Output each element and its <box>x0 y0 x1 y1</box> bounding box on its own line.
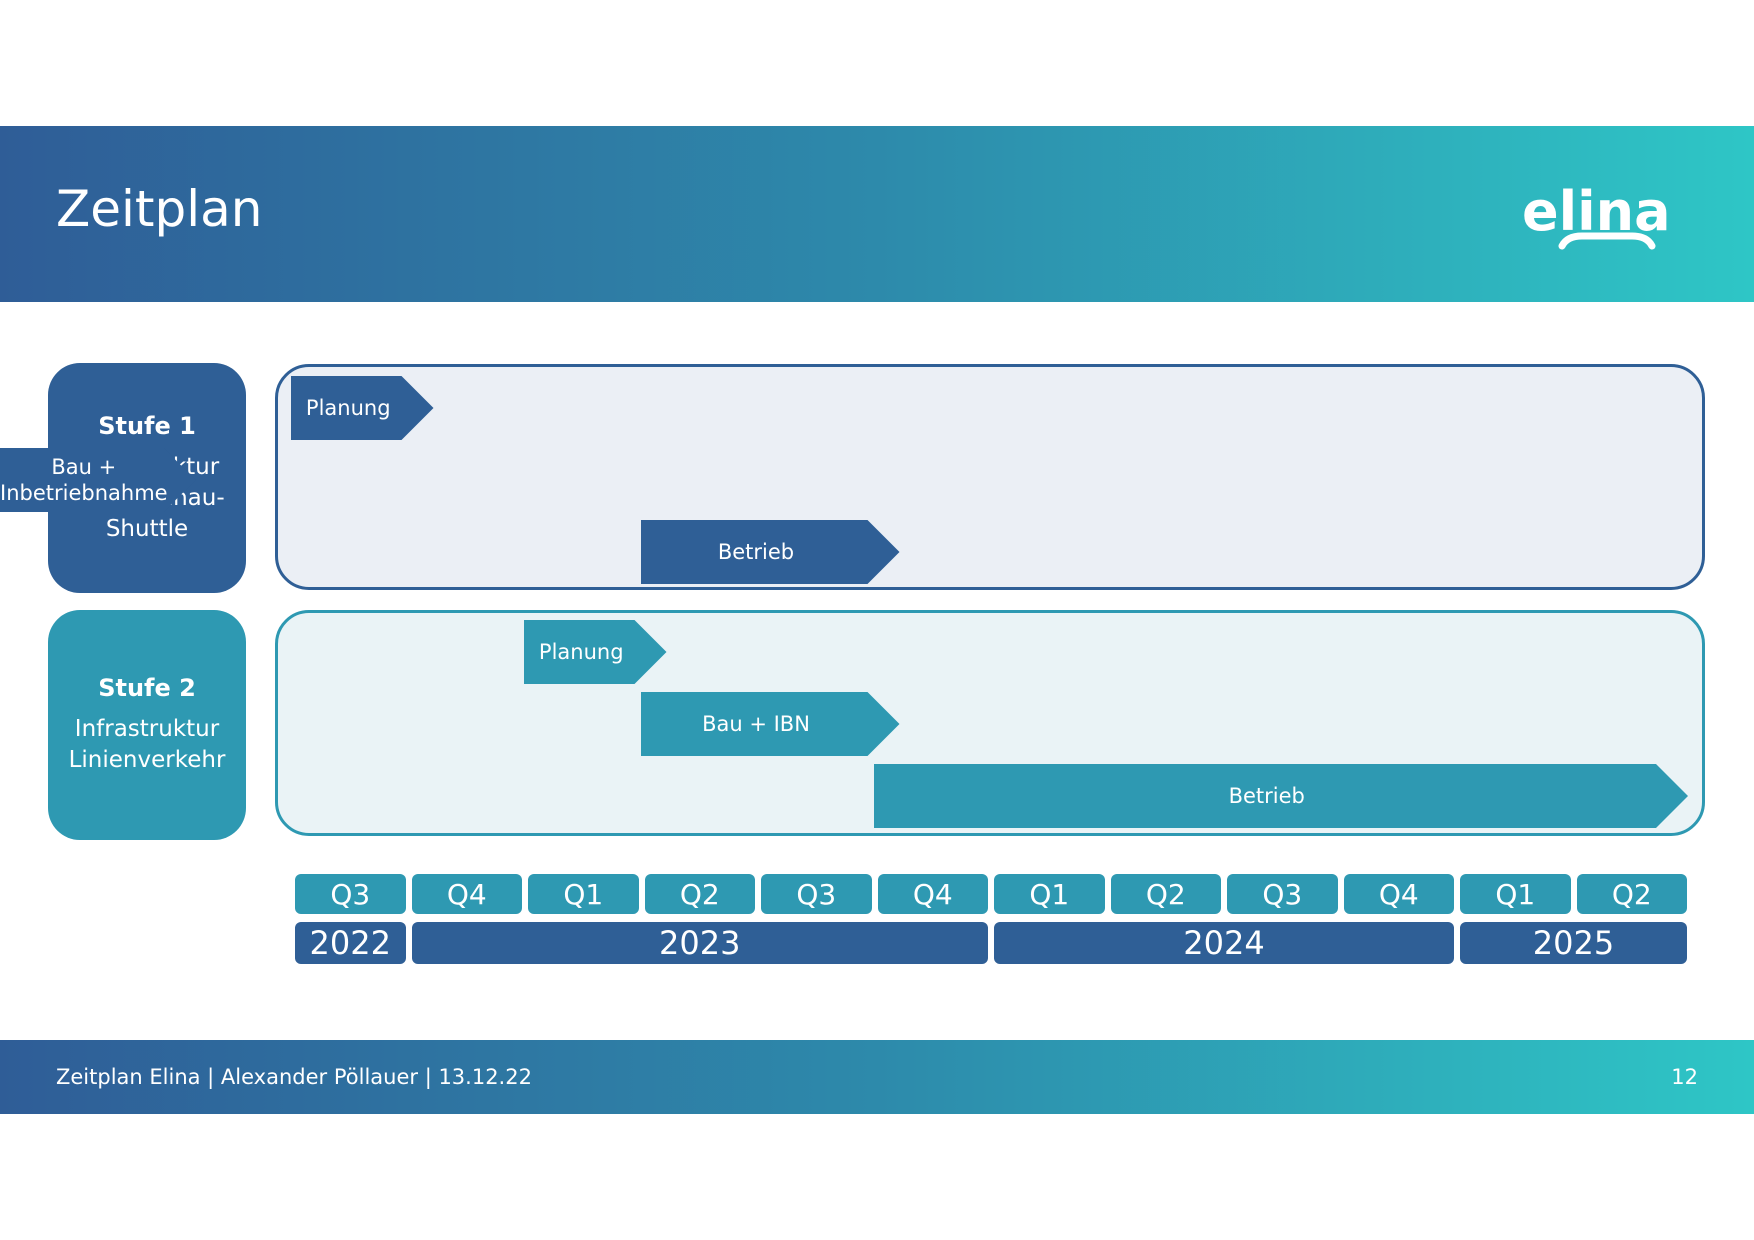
quarter-cell: Q1 <box>1460 874 1571 914</box>
stage-1-task-planung: Planung <box>291 376 434 440</box>
stage-2-label: Stufe 2 Infrastruktur Linienverkehr <box>48 610 246 840</box>
footer-text: Zeitplan Elina | Alexander Pöllauer | 13… <box>56 1065 532 1089</box>
year-cell: 2024 <box>994 922 1454 964</box>
quarter-cell: Q2 <box>1110 874 1221 914</box>
quarter-cell: Q4 <box>411 874 522 914</box>
stage-1-title: Stufe 1 <box>98 411 196 440</box>
quarter-cell: Q1 <box>994 874 1105 914</box>
quarter-cell: Q3 <box>761 874 872 914</box>
quarter-cell: Q1 <box>528 874 639 914</box>
stage-2-subtitle: Infrastruktur Linienverkehr <box>68 716 226 773</box>
quarter-cell: Q4 <box>877 874 988 914</box>
stage-2-title: Stufe 2 <box>98 674 196 702</box>
quarter-cell: Q4 <box>1343 874 1454 914</box>
stage-2-task-planung: Planung <box>524 620 667 684</box>
quarter-cell: Q3 <box>1227 874 1338 914</box>
header-banner: Zeitplan elina <box>0 126 1754 302</box>
elina-logo: elina <box>1522 180 1671 250</box>
year-cell: 2022 <box>295 922 406 964</box>
page-title: Zeitplan <box>56 180 263 238</box>
stage-2-task-betrieb: Betrieb <box>874 764 1689 828</box>
page-number: 12 <box>1671 1065 1698 1089</box>
stage-1-task-betrieb: Betrieb <box>641 520 900 584</box>
year-cell: 2023 <box>411 922 988 964</box>
quarter-cell: Q2 <box>644 874 755 914</box>
stage-1-timeline-panel <box>275 364 1705 590</box>
stage-2-task-bau-ibn: Bau + IBN <box>641 692 900 756</box>
year-cell: 2025 <box>1460 922 1687 964</box>
quarter-cell: Q2 <box>1576 874 1687 914</box>
stage-1-task-bau-inbetriebnahme: Bau + Inbetriebnahme <box>0 448 196 512</box>
footer-banner: Zeitplan Elina | Alexander Pöllauer | 13… <box>0 1040 1754 1114</box>
quarter-cell: Q3 <box>295 874 406 914</box>
